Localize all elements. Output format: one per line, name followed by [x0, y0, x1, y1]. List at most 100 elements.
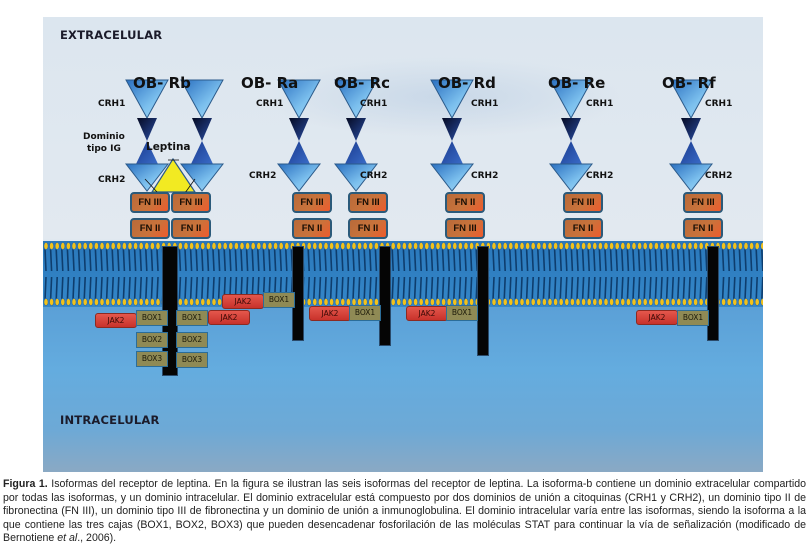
lipid-head	[609, 298, 614, 306]
lipid-tail	[374, 248, 378, 272]
crh1-label-ob-rd: CRH1	[471, 99, 499, 109]
lipid-head	[312, 242, 318, 250]
crh2-domain-ob-rc	[333, 163, 379, 192]
lipid-head	[469, 242, 474, 250]
lipid-tail	[721, 248, 725, 272]
lipid-head	[127, 298, 133, 306]
lipid-tail	[251, 248, 254, 272]
lipid-head	[49, 298, 55, 306]
crh2-domain-ob-rd	[429, 163, 475, 192]
lipid-tail	[184, 276, 187, 301]
lipid-tail	[279, 248, 282, 272]
lipid-head	[43, 298, 49, 306]
ig-domain-upper-ob-rf	[681, 118, 701, 141]
lipid-tail	[72, 248, 75, 272]
ig-domain-lower-ob-rb-left	[136, 141, 158, 164]
isoform-title-ob-rd: OB- Rd	[438, 74, 496, 92]
fn-domain-ob-rd-upper: FN II	[445, 192, 485, 213]
lipid-tail	[195, 276, 198, 301]
fn-domain-ob-rf-lower: FN II	[683, 218, 723, 239]
lipid-head	[676, 298, 682, 306]
lipid-tail	[699, 276, 702, 301]
lipid-tail	[665, 248, 669, 272]
lipid-head	[351, 242, 357, 250]
lipid-tail	[699, 248, 702, 272]
lipid-tail	[402, 248, 406, 272]
lipid-tail	[688, 248, 691, 272]
lipid-tail	[66, 276, 70, 301]
ig-domain-label-line2: tipo IG	[86, 144, 121, 154]
lipid-tail	[262, 248, 266, 272]
lipid-tail	[537, 276, 540, 301]
lipid-tail	[761, 276, 763, 301]
lipid-head	[239, 242, 245, 250]
crh1-label-ob-rb: CRH1	[98, 99, 126, 109]
lipid-head	[323, 298, 329, 306]
lipid-head	[54, 242, 60, 250]
lipid-tail	[576, 276, 579, 301]
lipid-head	[65, 298, 71, 306]
lipid-tail	[565, 248, 568, 272]
lipid-tail	[649, 276, 652, 301]
crh1-label-ob-re: CRH1	[586, 99, 614, 109]
lipid-tail	[598, 248, 602, 272]
lipid-head	[732, 242, 738, 250]
lipid-tail	[587, 248, 590, 272]
lipid-tail	[587, 276, 590, 301]
lipid-tail	[83, 248, 86, 272]
lipid-tail	[335, 248, 338, 272]
box2-ob-rb-right: BOX2	[176, 332, 208, 348]
lipid-head	[642, 298, 648, 306]
lipid-tail	[469, 248, 473, 272]
lipid-head	[60, 242, 66, 250]
lipid-tail	[408, 276, 411, 301]
lipid-tail	[329, 276, 333, 301]
lipid-head	[687, 242, 693, 250]
lipid-head	[127, 242, 133, 250]
lipid-head	[401, 242, 407, 250]
lipid-tail	[677, 248, 680, 272]
lipid-tail	[721, 276, 725, 301]
lipid-tail	[307, 276, 310, 301]
crh2-label-ob-re: CRH2	[586, 171, 614, 181]
lipid-tail	[492, 248, 495, 272]
lipid-head	[603, 242, 609, 250]
ig-domain-label: Dominio tipo IG	[83, 131, 125, 155]
receptor-domains	[124, 79, 714, 194]
lipid-tail	[727, 248, 730, 272]
lipid-tail	[391, 248, 394, 272]
lipid-tail	[77, 276, 81, 301]
lipid-head	[357, 242, 362, 250]
lipid-head	[732, 298, 738, 306]
lipid-tail	[671, 248, 674, 272]
lipid-head	[306, 298, 312, 306]
jak2-ob-rf: JAK2	[636, 310, 678, 325]
lipid-head	[396, 298, 402, 306]
lipid-tail	[744, 248, 747, 272]
lipid-tail	[413, 248, 417, 272]
lipid-head	[71, 298, 77, 306]
lipid-head	[312, 298, 318, 306]
lipid-head	[754, 242, 760, 250]
lipid-tail	[89, 248, 92, 272]
lipid-head	[648, 298, 654, 306]
lipid-tail	[553, 276, 557, 301]
lipid-head	[536, 298, 542, 306]
lipid-head	[508, 242, 514, 250]
lipid-head	[396, 242, 402, 250]
lipid-head	[564, 298, 570, 306]
lipid-tail	[397, 248, 400, 272]
lipid-head	[738, 242, 743, 250]
lipid-tail	[273, 248, 277, 272]
lipid-tail	[122, 248, 126, 272]
lipid-tail	[615, 276, 618, 301]
lipid-head	[77, 242, 82, 250]
lipid-tail	[761, 248, 763, 272]
lipid-head	[614, 242, 620, 250]
lipid-head	[435, 242, 441, 250]
lipid-tail	[609, 248, 613, 272]
lipid-tail	[44, 248, 47, 272]
lipid-tail	[430, 248, 434, 272]
lipid-head	[250, 242, 256, 250]
lipid-head	[155, 242, 161, 250]
